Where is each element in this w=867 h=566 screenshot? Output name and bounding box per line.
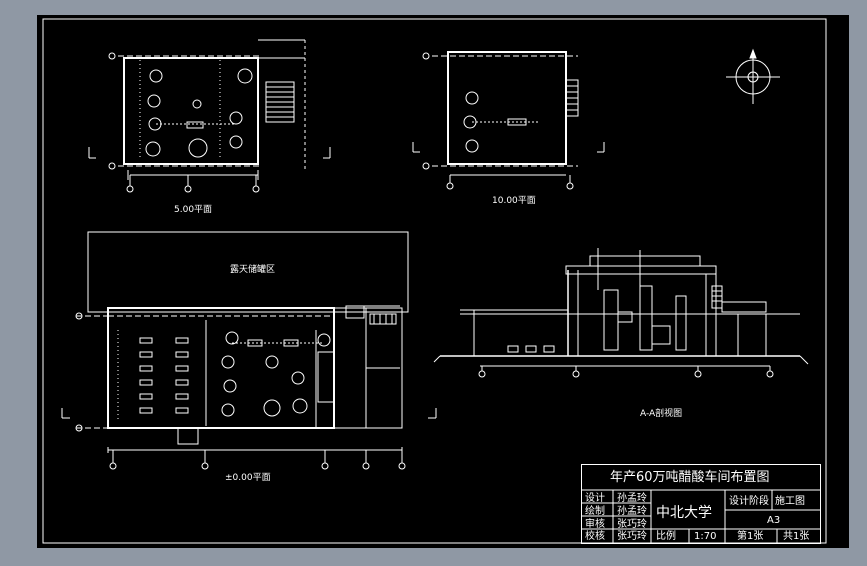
role-design: 设计	[585, 493, 605, 504]
name-check: 张巧玲	[617, 531, 647, 542]
plan-5m-view	[88, 39, 331, 193]
drawing-title: 年产60万吨醋酸车间布置图	[610, 470, 770, 485]
stage-label: 设计阶段	[729, 496, 769, 507]
section-aa-view	[433, 248, 809, 378]
name-draw: 孙孟玲	[617, 506, 647, 517]
name-review: 张巧玲	[617, 519, 647, 530]
role-review: 审核	[585, 519, 605, 530]
plan-0m-caption: ±0.00平面	[225, 473, 271, 483]
stage-value: 施工图	[775, 496, 805, 507]
drawing-border	[42, 18, 827, 544]
section-aa-caption: A-A剖视图	[640, 409, 683, 419]
role-draw: 绘制	[585, 506, 605, 517]
sheet-total: 共1张	[783, 531, 810, 542]
north-arrow-icon	[726, 48, 780, 104]
role-check: 校核	[585, 531, 605, 542]
scale-value: 1:70	[694, 531, 717, 542]
plan-0m-view	[61, 231, 437, 470]
paper-size: A3	[767, 515, 781, 526]
open-area-label: 露天储罐区	[230, 265, 276, 275]
title-block-grid	[581, 489, 821, 543]
title-block: 年产60万吨醋酸车间布置图 设计 孙孟玲 绘制 孙孟玲 审核 张巧玲 校核 张巧…	[581, 464, 821, 544]
plan-10m-view	[412, 51, 605, 190]
paper-background	[37, 15, 849, 548]
plan-10m-caption: 10.00平面	[492, 196, 536, 206]
school-name: 中北大学	[656, 505, 712, 521]
scale-label: 比例	[656, 531, 676, 542]
plan-5m-caption: 5.00平面	[174, 205, 213, 215]
name-design: 孙孟玲	[617, 493, 647, 504]
sheet-number: 第1张	[737, 531, 764, 542]
